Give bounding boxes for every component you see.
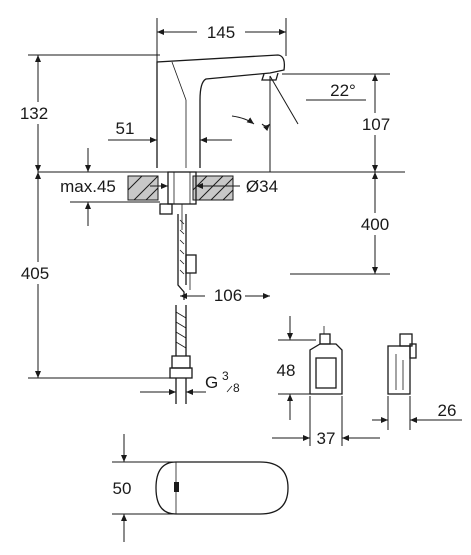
control-box-side (387, 333, 417, 395)
dim-405-label: 405 (21, 264, 49, 283)
connection-num: 3 (222, 369, 229, 383)
connection-den: 8 (233, 381, 240, 395)
dim-48: 48 (277, 316, 316, 420)
dim-107: 107 (269, 73, 397, 172)
counter-hatching (127, 175, 234, 201)
dim-106: 106 (180, 284, 270, 306)
base-plate-top-view (155, 461, 289, 515)
dim-37-label: 37 (317, 429, 336, 448)
faucet-body (156, 54, 286, 168)
dim-51: 51 (108, 119, 232, 143)
dim-26-label: 26 (438, 401, 457, 420)
connection-prefix: G (205, 373, 218, 392)
dim-37: 37 (272, 396, 380, 448)
dim-400: 400 (290, 172, 397, 275)
dim-50-label: 50 (113, 479, 132, 498)
dim-145-label: 145 (207, 23, 235, 42)
dim-angle: 22° (231, 75, 366, 132)
dim-132-label: 132 (20, 104, 48, 123)
dim-51-label: 51 (116, 119, 135, 138)
dim-hole-diameter: Ø34 (150, 177, 278, 196)
dim-400-label: 400 (361, 215, 389, 234)
dim-max45: max.45 (60, 148, 160, 226)
angle-label: 22° (330, 81, 356, 100)
dim-50: 50 (102, 434, 176, 542)
dim-48-label: 48 (277, 361, 296, 380)
max45-label: max.45 (60, 177, 116, 196)
control-box-front (309, 326, 343, 395)
dim-132: 132 (14, 54, 160, 172)
dim-405: 405 (14, 172, 172, 379)
dim-107-label: 107 (362, 115, 390, 134)
dim-connection: G 3 8 (140, 369, 240, 395)
hole-diameter-label: Ø34 (246, 177, 278, 196)
dim-26: 26 (372, 396, 462, 430)
dim-106-label: 106 (214, 286, 242, 305)
hoses (169, 214, 197, 404)
